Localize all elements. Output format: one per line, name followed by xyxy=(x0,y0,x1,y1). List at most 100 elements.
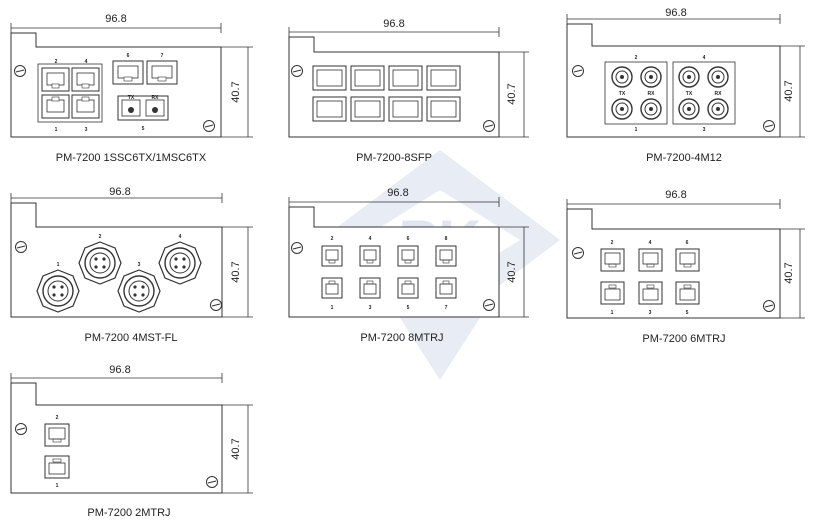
mtrj-port-5 xyxy=(675,281,700,305)
port-label: 7 xyxy=(445,305,448,311)
mtrj-port-1 xyxy=(44,455,70,479)
port-label: 7 xyxy=(161,53,164,59)
screw-icon xyxy=(483,299,495,311)
port-mark: TX xyxy=(128,95,135,101)
module-4m12: 96.8 40.7 2 4 TX RX TX RX 1 3 PM-7200-4M… xyxy=(566,7,805,164)
port-mark: RX xyxy=(715,91,723,97)
width-dimension: 96.8 xyxy=(383,18,404,30)
module-6mtrj: 96.8 40.7 2 4 6 1 3 5 PM-7200 6MTRJ xyxy=(566,189,805,345)
port-label: 2 xyxy=(56,415,59,421)
port-label: 1 xyxy=(331,305,334,311)
sfp-port xyxy=(350,65,385,91)
m12-connector-1 xyxy=(36,269,80,313)
module-caption: PM-7200 4MST-FL xyxy=(85,332,178,344)
sfp-port xyxy=(388,96,423,122)
port-label: 6 xyxy=(127,53,130,59)
port-label: 4 xyxy=(649,240,652,246)
screw-icon xyxy=(572,65,584,77)
screw-icon xyxy=(15,423,27,435)
screw-icon xyxy=(291,65,303,77)
port-label: 2 xyxy=(635,55,638,61)
module-caption: PM-7200-4M12 xyxy=(646,152,722,164)
port-mark: RX xyxy=(152,95,160,101)
port-label: 4 xyxy=(85,59,88,65)
width-dimension: 96.8 xyxy=(109,186,130,198)
mtrj-port-1 xyxy=(600,281,625,305)
port-label: 1 xyxy=(611,310,614,316)
screw-icon xyxy=(572,247,584,259)
mtrj-port-3 xyxy=(638,281,663,305)
port-label: 6 xyxy=(686,240,689,246)
st-port xyxy=(640,98,662,120)
port-label: 1 xyxy=(56,483,59,489)
port-label: 1 xyxy=(55,127,58,133)
module-caption: PM-7200 8MTRJ xyxy=(360,332,443,344)
mtrj-port-4 xyxy=(638,248,663,272)
width-dimension: 96.8 xyxy=(665,189,686,201)
sfp-port xyxy=(350,96,385,122)
port-mark: RX xyxy=(648,91,656,97)
mtrj-port-5 xyxy=(397,277,419,299)
st-port xyxy=(707,98,729,120)
port-label: 3 xyxy=(369,305,372,311)
mtrj-port-6 xyxy=(675,248,700,272)
port-label: 4 xyxy=(179,234,182,240)
port-label: 5 xyxy=(407,305,410,311)
rj45-port-3 xyxy=(71,94,100,119)
module-outline xyxy=(566,208,781,319)
port-label: 3 xyxy=(85,127,88,133)
port-label: 2 xyxy=(55,59,58,65)
sfp-port xyxy=(426,96,461,122)
mtrj-port-1 xyxy=(321,277,343,299)
width-dimension: 96.8 xyxy=(387,187,408,199)
port-label: 6 xyxy=(407,236,410,242)
port-label: 3 xyxy=(703,127,706,133)
module-4mst-fl: 96.8 40.7 xyxy=(10,186,253,344)
mtrj-port-3 xyxy=(359,277,381,299)
rj45-port-6 xyxy=(112,60,144,85)
module-outline xyxy=(566,23,781,138)
screw-icon xyxy=(14,65,26,77)
module-caption: PM-7200-8SFP xyxy=(356,152,432,164)
port-label: 3 xyxy=(649,310,652,316)
module-8sfp: 96.8 40.7 PM-7200-8SFP xyxy=(288,18,529,164)
height-dimension: 40.7 xyxy=(783,80,795,101)
module-caption: PM-7200 2MTRJ xyxy=(87,507,170,519)
width-dimension: 96.8 xyxy=(105,13,126,25)
port-label: 5 xyxy=(686,310,689,316)
mtrj-port-8 xyxy=(435,245,457,267)
st-port xyxy=(640,66,662,88)
st-port xyxy=(678,98,700,120)
module-8mtrj: 96.8 40.7 2 4 6 8 1 3 5 7 PM-7200 8MTRJ xyxy=(288,187,529,344)
port-label: 1 xyxy=(57,262,60,268)
port-label: 8 xyxy=(445,236,448,242)
screw-icon xyxy=(291,242,303,254)
port-label: 3 xyxy=(138,262,141,268)
rj45-port-2 xyxy=(41,67,70,92)
port-label: 2 xyxy=(99,234,102,240)
module-outline xyxy=(10,382,223,494)
port-mark: TX xyxy=(619,91,626,97)
mtrj-port-2 xyxy=(600,248,625,272)
width-dimension: 96.8 xyxy=(109,364,130,376)
height-dimension: 40.7 xyxy=(230,438,242,459)
st-port xyxy=(611,98,633,120)
height-dimension: 40.7 xyxy=(783,262,795,283)
m12-connector-3 xyxy=(117,269,161,313)
rj45-port-7 xyxy=(146,60,178,85)
sfp-port xyxy=(426,65,461,91)
rj45-port-1 xyxy=(41,94,70,119)
module-caption: PM-7200 6MTRJ xyxy=(642,333,725,345)
port-label: 5 xyxy=(142,126,145,132)
height-dimension: 40.7 xyxy=(506,261,518,282)
height-dimension: 40.7 xyxy=(230,81,242,102)
st-port xyxy=(611,66,633,88)
sc-fiber-port-5 xyxy=(117,95,169,121)
st-port xyxy=(678,66,700,88)
mtrj-port-2 xyxy=(321,245,343,267)
module-2mtrj: 96.8 40.7 2 1 PM-7200 2MTRJ xyxy=(10,364,253,519)
sfp-port xyxy=(312,65,347,91)
screw-icon xyxy=(763,300,775,312)
port-label: 4 xyxy=(703,55,706,61)
